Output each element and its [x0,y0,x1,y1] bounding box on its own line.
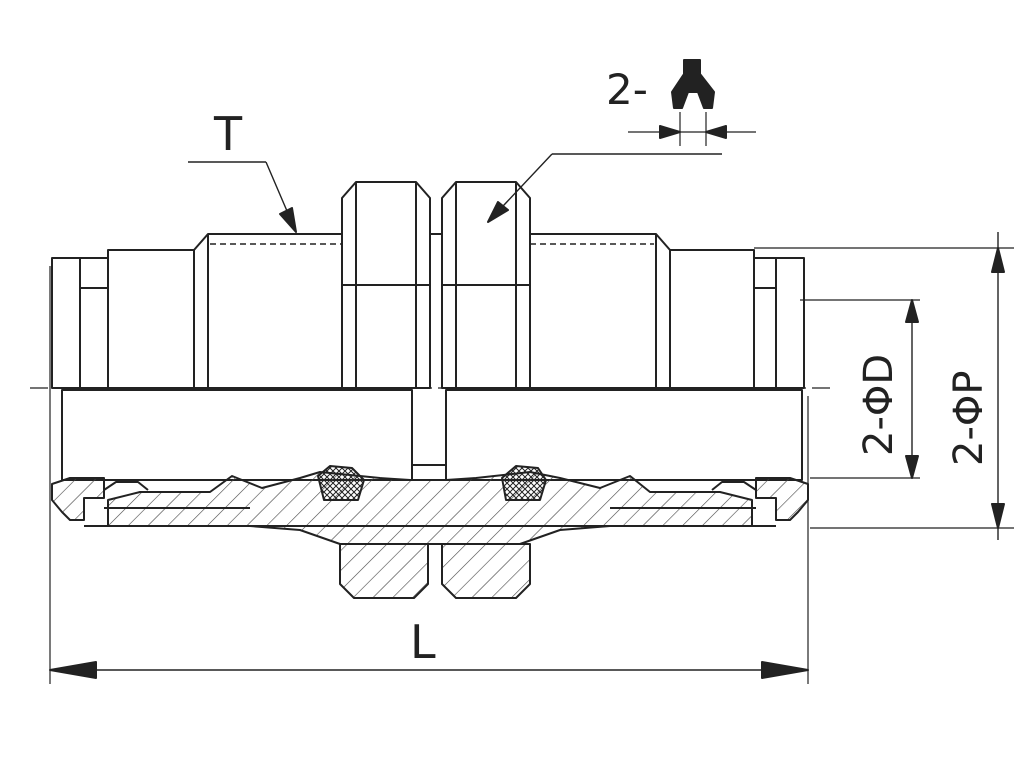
left-seal-ring [317,465,365,501]
right-seal-ring [501,465,547,501]
length-label: L [410,615,436,669]
left-body-collar [107,249,195,389]
release-od-dimension [754,232,1014,540]
left-thread-section [193,233,343,389]
thread-label: T [213,107,243,161]
right-release-ring [775,257,805,389]
right-collet-section [755,477,809,521]
clip-symbol-icon [628,59,756,146]
tube-od-dimension [800,299,920,479]
left-nut-section [339,543,429,599]
right-nut-section [441,543,531,599]
nut-leader [487,153,722,223]
tube-od-label: 2-ΦD [856,354,902,456]
exterior-view [51,181,805,389]
section-view [51,389,809,599]
left-collet-section [51,477,105,521]
right-body-collar [669,249,755,389]
clip-prefix-label: 2- [606,65,648,114]
release-od-label: 2-ΦP [946,371,992,467]
length-dimension [49,266,809,684]
thread-dimension [188,161,297,233]
right-thread-section [530,233,671,389]
left-release-ring [51,257,81,389]
